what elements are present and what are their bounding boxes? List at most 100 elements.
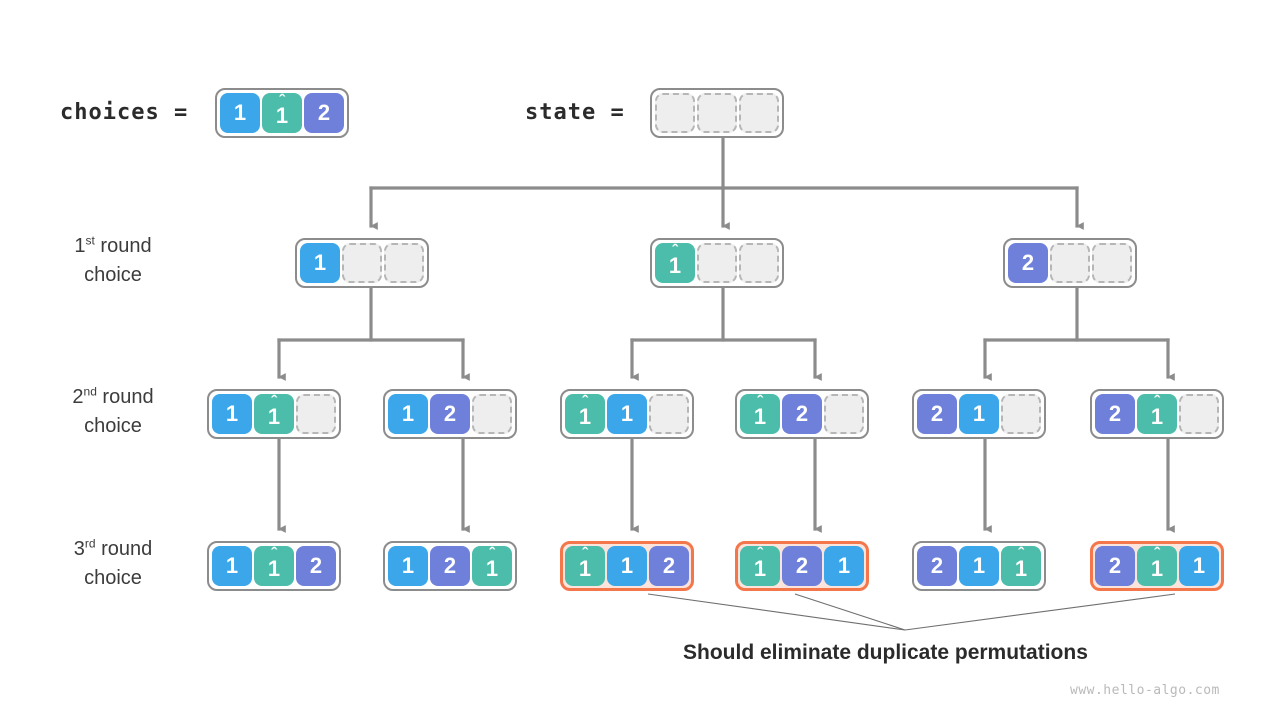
array-cell-value: 1 [212,546,252,586]
row-label-round-3: 3rd round choice [28,535,198,593]
circumflex-icon: ˆ [1154,543,1160,563]
array-cell-value: 2 [782,546,822,586]
circumflex-icon: ˆ [672,240,678,260]
array-cell-value: 2 [430,394,470,434]
array-cell-value: 1 [607,546,647,586]
array-cell-value: 1 [388,394,428,434]
array-cell-value: 1 [212,394,252,434]
array-cell-empty [472,394,512,434]
array-cell-value: 1 [388,546,428,586]
row-3-line-1: 3rd round [73,536,153,560]
array-cell-empty [342,243,382,283]
array-cell-value: 2 [296,546,336,586]
array-cell-empty [1179,394,1219,434]
circumflex-icon: ˆ [1154,391,1160,411]
circumflex-icon: ˆ [582,391,588,411]
array-cell-empty [739,243,779,283]
array-cell-empty [649,394,689,434]
callout-leader-lines [647,593,1176,631]
row-2-line-2: choice [84,415,142,437]
array-cell-empty [1001,394,1041,434]
array-cell-value: 1 [959,546,999,586]
array-cell-empty [824,394,864,434]
array-cell-value: 2 [917,394,957,434]
array-cell-value: 1 [220,93,260,133]
callout-caption: Should eliminate duplicate permutations [683,641,1088,664]
array-cell-value: 2 [1095,394,1135,434]
array-cell-value: 2 [649,546,689,586]
circumflex-icon: ˆ [271,543,277,563]
array-cell-value: 1 [1179,546,1219,586]
row-label-round-1: 1st round choice [28,232,198,290]
array-cell-value: 2 [1008,243,1048,283]
row-label-round-2: 2nd round choice [28,383,198,441]
array-cell-value: 1 [959,394,999,434]
row-2-line-1: 2nd round [72,384,154,408]
choices-label: choices = [60,100,189,125]
row-3-line-2: choice [84,567,142,589]
array-cell-empty [739,93,779,133]
circumflex-icon: ˆ [1018,543,1024,563]
array-cell-value: 2 [782,394,822,434]
array-cell-value: 1 [300,243,340,283]
round1-node-1: 1 [295,238,429,288]
row-1-line-2: choice [84,264,142,286]
array-cell-value: 2 [917,546,957,586]
circumflex-icon: ˆ [279,90,285,110]
circumflex-icon: ˆ [489,543,495,563]
array-cell-empty [697,243,737,283]
array-cell-value: 1 [824,546,864,586]
circumflex-icon: ˆ [582,543,588,563]
array-cell-empty [296,394,336,434]
state-array [650,88,784,138]
array-cell-empty [384,243,424,283]
array-cell-empty [1050,243,1090,283]
array-cell-empty [655,93,695,133]
circumflex-icon: ˆ [757,391,763,411]
watermark: www.hello-algo.com [1070,683,1220,698]
circumflex-icon: ˆ [271,391,277,411]
array-cell-value: 2 [304,93,344,133]
array-cell-value: 2 [430,546,470,586]
array-cell-value: 2 [1095,546,1135,586]
